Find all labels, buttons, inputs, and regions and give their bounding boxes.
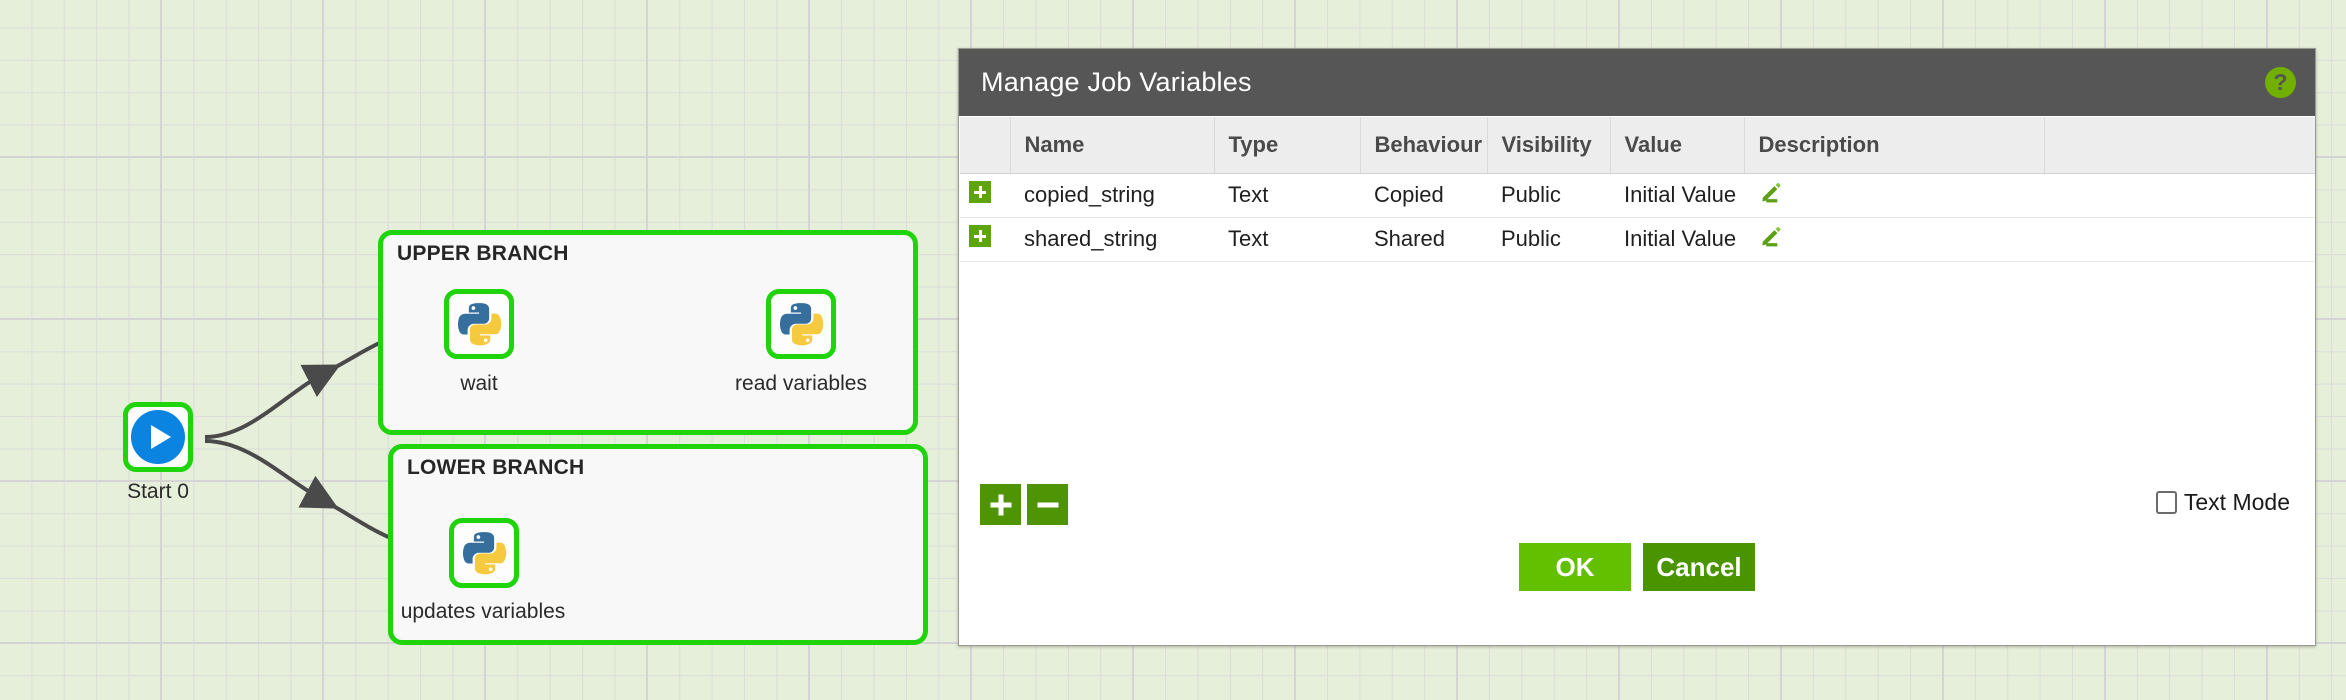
help-icon[interactable]: ? — [2265, 67, 2296, 98]
cell-type[interactable]: Text — [1214, 217, 1360, 262]
cancel-button[interactable]: Cancel — [1643, 543, 1755, 591]
text-mode-label: Text Mode — [2183, 489, 2290, 515]
node-read-variables[interactable] — [766, 289, 836, 359]
text-mode-checkbox[interactable] — [2155, 491, 2177, 514]
table-row[interactable]: shared_string Text Shared Public Initial… — [960, 217, 2315, 262]
expand-plus-icon[interactable] — [969, 181, 991, 203]
variables-table: Name Type Behaviour Visibility Value Des… — [960, 117, 2315, 262]
cell-name[interactable]: copied_string — [1010, 173, 1214, 218]
cell-filler — [2044, 173, 2315, 218]
cell-value[interactable]: Initial Value — [1610, 173, 1744, 218]
edit-pencil-icon[interactable] — [1758, 223, 1784, 255]
add-remove-controls — [980, 484, 1068, 525]
cell-description — [1744, 217, 2044, 262]
dialog-title: Manage Job Variables — [981, 67, 1252, 97]
python-icon — [462, 532, 507, 575]
edit-pencil-icon[interactable] — [1758, 179, 1784, 211]
add-variable-button[interactable] — [980, 484, 1021, 525]
column-header-behaviour[interactable]: Behaviour — [1360, 117, 1488, 174]
node-read-variables-label: read variables — [735, 372, 867, 395]
table-header-row: Name Type Behaviour Visibility Value Des… — [960, 117, 2315, 174]
manage-job-variables-dialog: Manage Job Variables ? Name Type Behavio… — [958, 48, 2316, 646]
play-icon — [131, 410, 185, 464]
ok-button[interactable]: OK — [1519, 543, 1631, 591]
expand-plus-icon[interactable] — [969, 225, 991, 247]
node-wait[interactable] — [444, 289, 514, 359]
cell-description — [1744, 173, 2044, 218]
python-icon — [779, 303, 824, 346]
column-header-type[interactable]: Type — [1214, 117, 1361, 174]
branch-upper-title: UPPER BRANCH — [397, 242, 569, 265]
cell-visibility[interactable]: Public — [1487, 173, 1610, 218]
cell-name[interactable]: shared_string — [1010, 217, 1214, 262]
node-wait-label: wait — [460, 372, 498, 395]
column-header-expand[interactable] — [960, 117, 1011, 174]
node-start[interactable] — [123, 402, 193, 472]
node-updates-variables-label: updates variables — [400, 600, 566, 623]
dialog-action-bar: OK Cancel — [959, 543, 2315, 591]
dialog-titlebar[interactable]: Manage Job Variables ? — [959, 49, 2315, 116]
python-icon — [457, 303, 502, 346]
text-mode-toggle[interactable]: Text Mode — [2155, 489, 2290, 516]
row-expand-cell — [960, 217, 1010, 262]
node-start-label: Start 0 — [127, 480, 189, 503]
workflow-graph: Start 0 UPPER BRANCH wait read variables… — [0, 0, 1000, 700]
table-row[interactable]: copied_string Text Copied Public Initial… — [960, 173, 2315, 218]
cell-visibility[interactable]: Public — [1487, 217, 1610, 262]
row-expand-cell — [960, 173, 1010, 218]
column-header-name[interactable]: Name — [1010, 117, 1215, 174]
cell-type[interactable]: Text — [1214, 173, 1360, 218]
remove-variable-button[interactable] — [1027, 484, 1068, 525]
cell-behaviour[interactable]: Copied — [1360, 173, 1487, 218]
cell-value[interactable]: Initial Value — [1610, 217, 1744, 262]
column-header-filler — [2044, 117, 2315, 174]
branch-lower-title: LOWER BRANCH — [407, 456, 585, 479]
cell-filler — [2044, 217, 2315, 262]
column-header-value[interactable]: Value — [1610, 117, 1745, 174]
node-updates-variables[interactable] — [449, 518, 519, 588]
column-header-visibility[interactable]: Visibility — [1487, 117, 1611, 174]
column-header-description[interactable]: Description — [1744, 117, 2045, 174]
cell-behaviour[interactable]: Shared — [1360, 217, 1487, 262]
